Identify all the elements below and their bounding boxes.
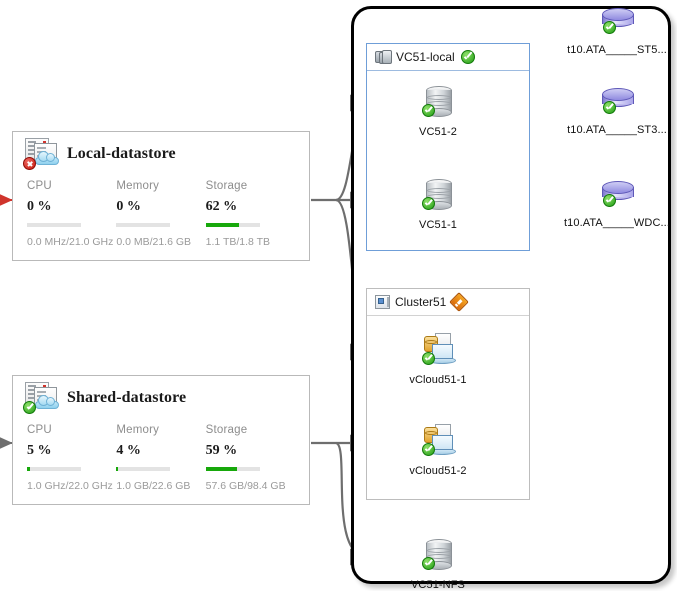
vapp-icon <box>420 423 456 461</box>
node-lun-wdc[interactable]: t10.ATA_____WDC... <box>562 175 672 229</box>
node-label: t10.ATA_____ST3... <box>567 124 667 136</box>
card-shared-datastore[interactable]: Shared-datastore CPU 5 % 1.0 GHz/22.0 GH… <box>12 375 310 505</box>
lun-disk-icon <box>599 82 635 120</box>
ok-badge-icon <box>422 557 435 570</box>
metric-memory: Memory 0 % 0.0 MB/21.6 GB <box>116 180 205 248</box>
node-label: vCloud51-2 <box>409 465 467 477</box>
metric-label: CPU <box>27 424 52 436</box>
warning-badge-icon <box>449 292 470 312</box>
group-vc51-local[interactable]: VC51-local <box>366 43 530 251</box>
node-label: VC51-NFS <box>411 579 465 591</box>
metric-value: 5 % <box>27 443 52 458</box>
node-lun-st3[interactable]: t10.ATA_____ST3... <box>562 82 672 136</box>
node-label: t10.ATA_____ST5... <box>567 44 667 56</box>
ok-badge-icon <box>460 50 475 64</box>
metric-storage: Storage 59 % 57.6 GB/98.4 GB <box>205 424 295 492</box>
lun-disk-icon <box>599 2 635 40</box>
metric-storage: Storage 62 % 1.1 TB/1.8 TB <box>205 180 295 248</box>
node-vc51-1[interactable]: VC51-1 <box>383 177 493 231</box>
metrics-row: CPU 0 % 0.0 MHz/21.0 GHz Memory 0 % 0.0 … <box>13 176 309 260</box>
metric-bar <box>205 467 260 471</box>
card-local-datastore[interactable]: Local-datastore CPU 0 % 0.0 MHz/21.0 GHz… <box>12 131 310 261</box>
node-vcloud51-1[interactable]: vCloud51-1 <box>383 332 493 386</box>
datastore-icon <box>420 537 456 575</box>
metric-detail: 1.0 GB/22.6 GB <box>116 480 191 492</box>
metric-detail: 1.0 GHz/22.0 GHz <box>27 480 113 492</box>
node-label: vCloud51-1 <box>409 374 467 386</box>
error-badge-icon <box>23 157 36 170</box>
group-title: VC51-local <box>396 50 455 64</box>
metric-bar <box>116 467 171 471</box>
card-title: Shared-datastore <box>67 389 187 406</box>
ok-badge-icon <box>422 197 435 210</box>
metric-label: Storage <box>205 180 248 192</box>
node-label: t10.ATA_____WDC... <box>564 217 670 229</box>
metric-bar <box>27 223 81 227</box>
metric-detail: 0.0 MB/21.6 GB <box>116 236 192 248</box>
node-vc51-2[interactable]: VC51-2 <box>383 84 493 138</box>
metric-value: 62 % <box>205 199 238 214</box>
card-header: Shared-datastore <box>13 376 309 420</box>
node-lun-st5[interactable]: t10.ATA_____ST5... <box>562 2 672 56</box>
metric-label: Storage <box>205 424 248 436</box>
node-label: VC51-1 <box>419 219 457 231</box>
metric-cpu: CPU 0 % 0.0 MHz/21.0 GHz <box>27 180 116 248</box>
group-header-cluster51: Cluster51 <box>367 289 529 316</box>
datastore-icon <box>420 177 456 215</box>
metric-detail: 1.1 TB/1.8 TB <box>205 236 271 248</box>
metric-value: 0 % <box>27 199 52 214</box>
metric-value: 4 % <box>116 443 141 458</box>
metrics-row: CPU 5 % 1.0 GHz/22.0 GHz Memory 4 % 1.0 … <box>13 420 309 504</box>
card-header: Local-datastore <box>13 132 309 176</box>
datastore-cloud-icon <box>23 138 59 170</box>
metric-detail: 57.6 GB/98.4 GB <box>205 480 286 492</box>
ok-badge-icon <box>422 443 435 456</box>
group-cluster51[interactable]: Cluster51 <box>366 288 530 500</box>
ok-badge-icon <box>603 194 616 207</box>
metric-memory: Memory 4 % 1.0 GB/22.6 GB <box>116 424 205 492</box>
metric-label: Memory <box>116 180 160 192</box>
lun-disk-icon <box>599 175 635 213</box>
ok-badge-icon <box>603 101 616 114</box>
datastore-cluster-icon <box>375 49 392 65</box>
card-title: Local-datastore <box>67 145 176 162</box>
group-header-vc51-local: VC51-local <box>367 44 529 71</box>
ok-badge-icon <box>422 104 435 117</box>
metric-value: 0 % <box>116 199 141 214</box>
metric-cpu: CPU 5 % 1.0 GHz/22.0 GHz <box>27 424 116 492</box>
metric-bar <box>205 223 260 227</box>
metric-detail: 0.0 MHz/21.0 GHz <box>27 236 114 248</box>
ok-badge-icon <box>603 21 616 34</box>
ok-badge-icon <box>422 352 435 365</box>
vapp-icon <box>420 332 456 370</box>
metric-label: Memory <box>116 424 160 436</box>
metric-bar <box>116 223 171 227</box>
node-vcloud51-2[interactable]: vCloud51-2 <box>383 423 493 477</box>
metric-value: 59 % <box>205 443 238 458</box>
metric-label: CPU <box>27 180 52 192</box>
cluster-icon <box>375 295 390 309</box>
datastore-icon <box>420 84 456 122</box>
group-title: Cluster51 <box>395 295 447 309</box>
node-label: VC51-2 <box>419 126 457 138</box>
node-vc51-nfs[interactable]: VC51-NFS <box>383 537 493 591</box>
datastore-cloud-icon <box>23 382 59 414</box>
ok-badge-icon <box>23 401 36 414</box>
metric-bar <box>27 467 81 471</box>
